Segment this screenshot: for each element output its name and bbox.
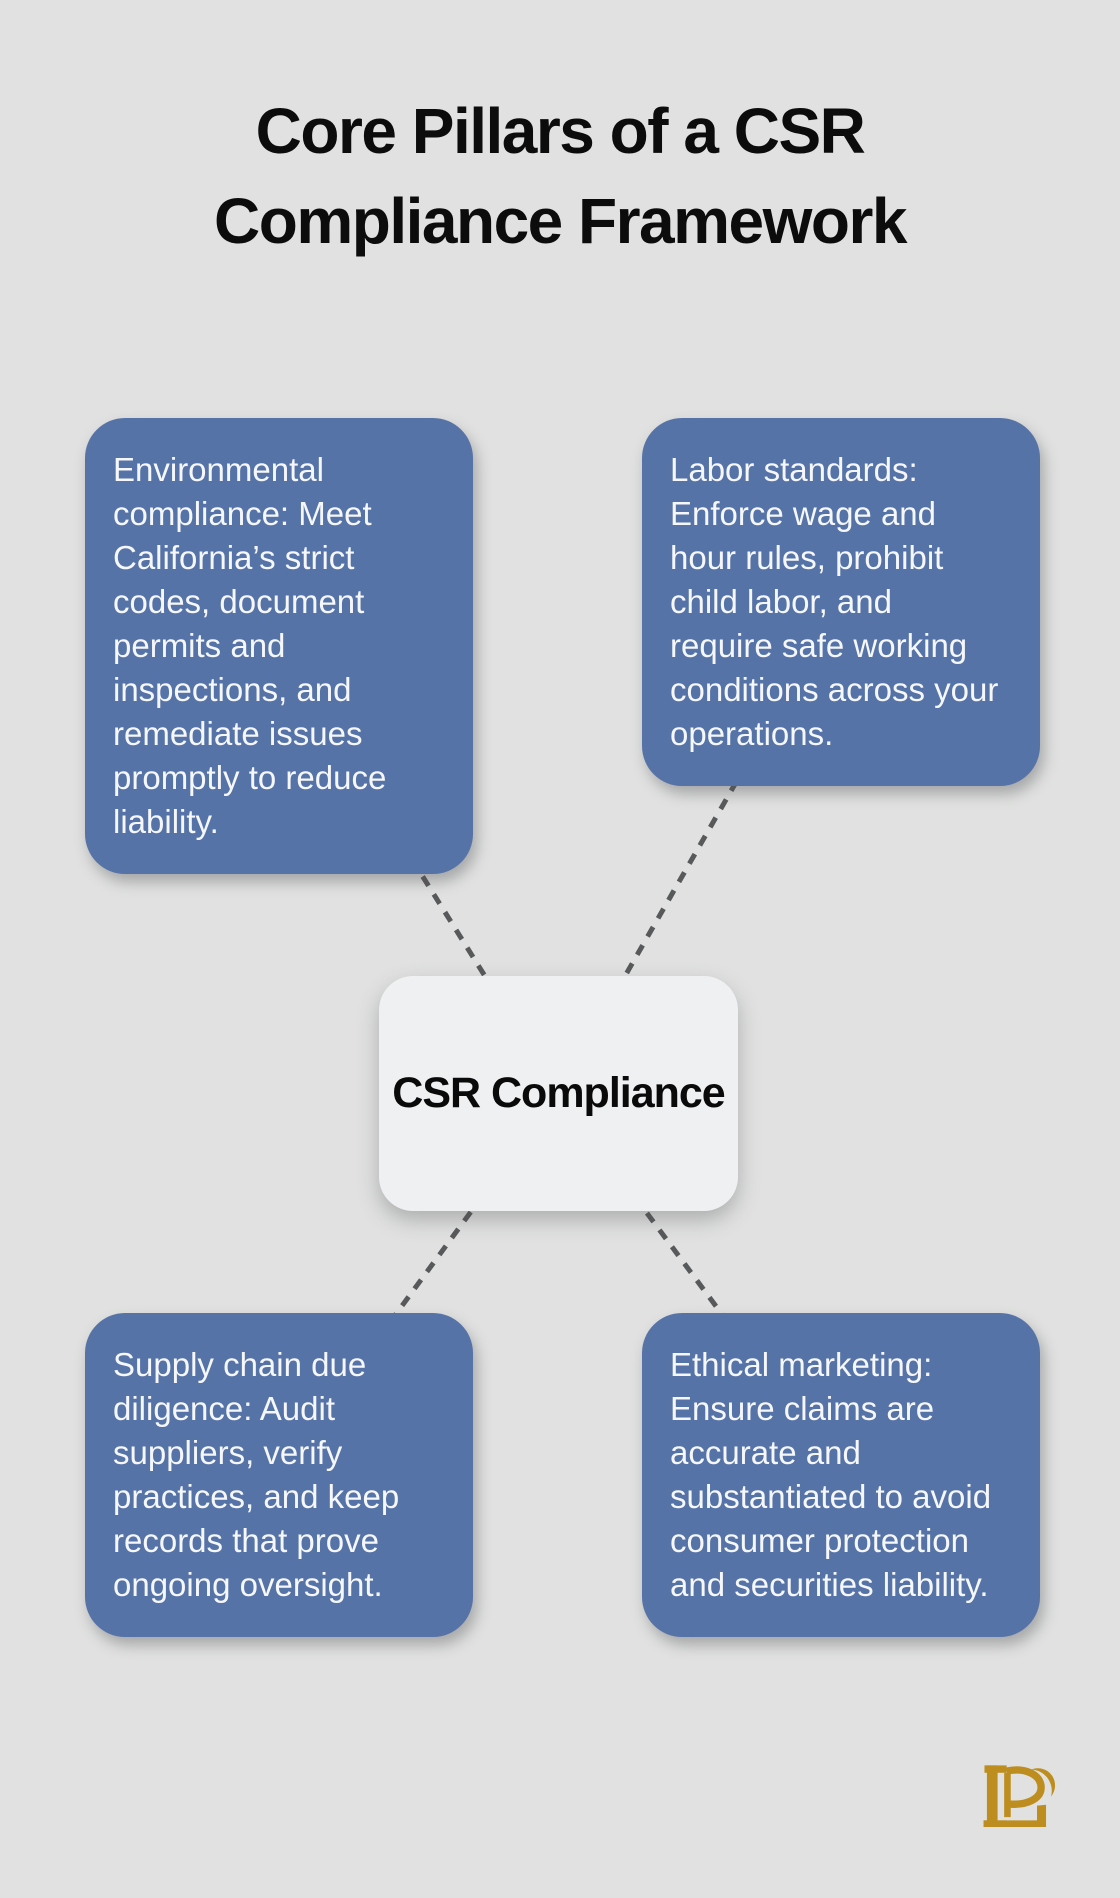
node-ethical-marketing: Ethical marketing: Ensure claims are acc… — [642, 1313, 1040, 1637]
node-supply-chain-due-diligence: Supply chain due diligence: Audit suppli… — [85, 1313, 473, 1637]
connector-bottom-right-line — [555, 1091, 844, 1477]
connector-bottom-left-line — [275, 1091, 561, 1477]
page-title: Core Pillars of a CSR Compliance Framewo… — [214, 95, 908, 257]
center-node: CSR Compliance — [379, 976, 738, 1211]
node-environmental-compliance: Environmental compliance: Meet Californi… — [85, 418, 473, 874]
center-node-label: CSR Compliance — [392, 1069, 725, 1117]
node-labor-standards: Labor standards: Enforce wage and hour r… — [642, 418, 1040, 786]
pl-monogram-logo-icon — [983, 1765, 1056, 1827]
